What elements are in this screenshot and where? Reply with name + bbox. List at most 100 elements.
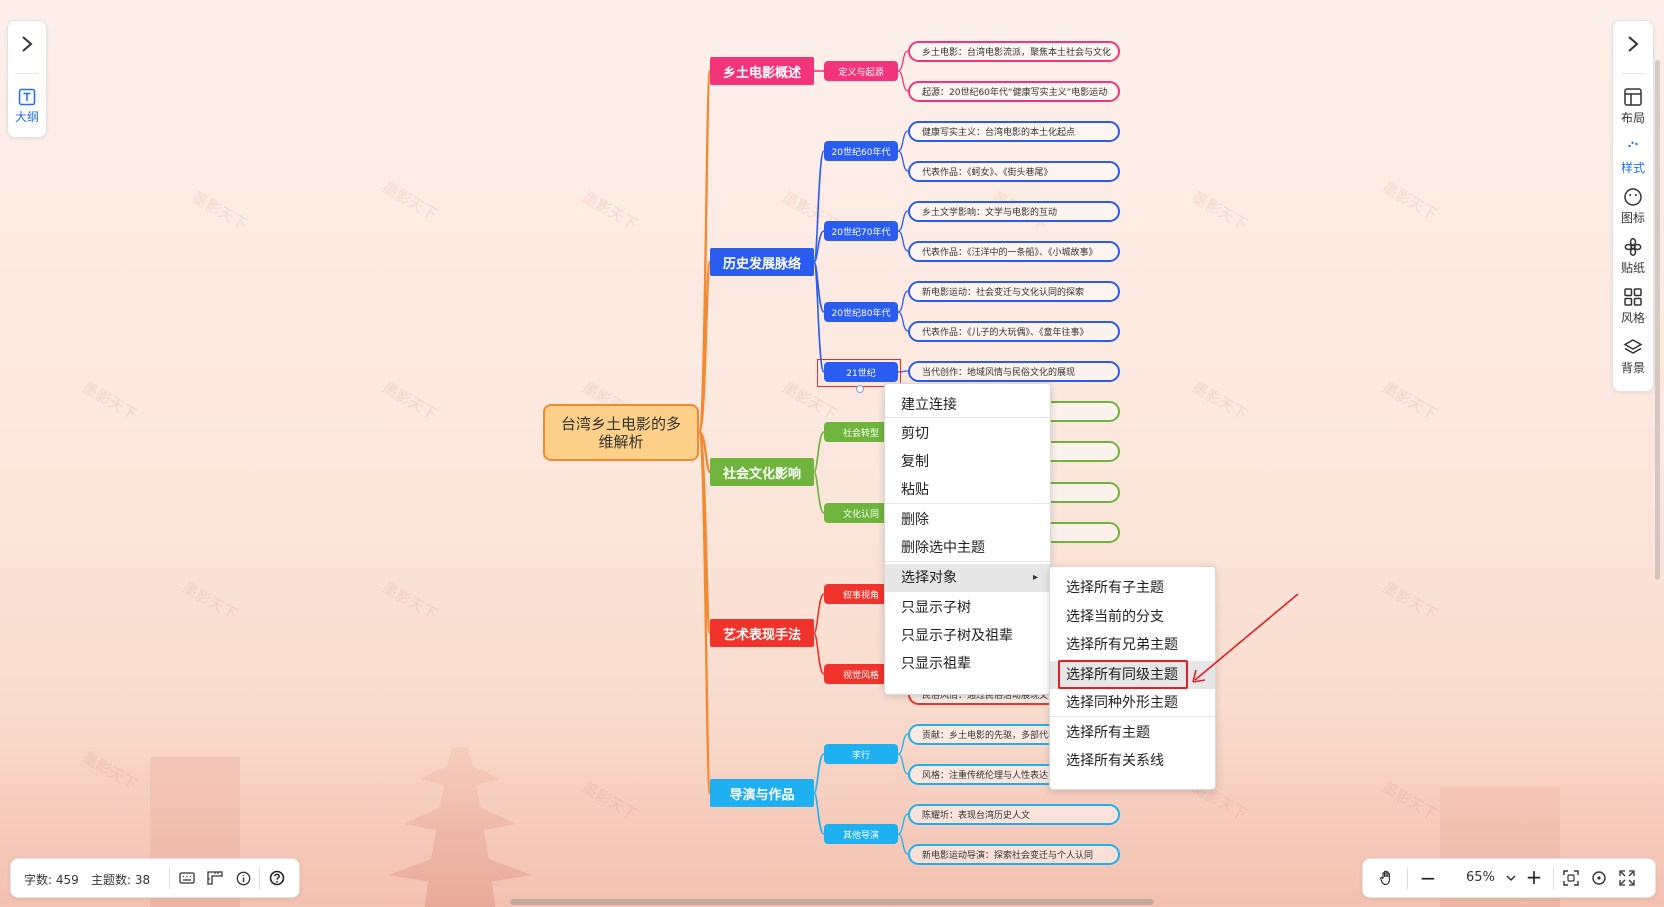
level1-topic[interactable]: 社会文化影响 <box>710 458 814 486</box>
level1-topic[interactable]: 艺术表现手法 <box>710 619 814 647</box>
right-toolbar: 布局样式图标贴纸风格背景 <box>1612 20 1654 392</box>
leaf-topic[interactable]: 新电影运动导演：探索社会变迁与个人认同 <box>908 844 1120 865</box>
submenu-item[interactable]: 选择所有关系线 <box>1066 753 1164 769</box>
toolbar-label: 背景 <box>1620 360 1645 375</box>
leaf-topic[interactable]: 陈耀圻：表现台湾历史人文 <box>908 804 1120 825</box>
level2-topic[interactable]: 李行 <box>824 744 898 764</box>
connector-line <box>897 150 909 172</box>
level2-topic[interactable]: 21世纪 <box>824 362 898 382</box>
menu-separator <box>885 561 1050 562</box>
hand-tool-icon[interactable] <box>1377 869 1397 887</box>
submenu-item[interactable]: 选择所有兄弟主题 <box>1066 637 1178 653</box>
context-menu-item[interactable]: 建立连接 <box>901 397 957 413</box>
toolbar-layout-button[interactable]: 布局 <box>1613 83 1653 129</box>
layers-icon <box>1623 338 1643 354</box>
toolbar-label: 布局 <box>1620 110 1645 125</box>
outline-button[interactable]: 大纲 <box>8 83 46 129</box>
connector-line <box>897 130 909 152</box>
level2-topic[interactable]: 定义与起源 <box>824 61 898 81</box>
zoom-toolbar: − 65% + <box>1362 858 1656 898</box>
connector-line <box>813 431 825 473</box>
connector-line <box>897 753 909 775</box>
submenu-item[interactable]: 选择所有子主题 <box>1066 580 1164 596</box>
connector-line <box>897 370 909 373</box>
level2-topic[interactable]: 文化认同 <box>824 503 898 523</box>
leaf-topic[interactable]: 代表作品：《儿子的大玩偶》、《童年往事》 <box>908 321 1120 342</box>
level2-topic[interactable]: 20世纪60年代 <box>824 141 898 161</box>
context-submenu: 选择所有子主题选择当前的分支选择所有兄弟主题选择所有同级主题选择同种外形主题选择… <box>1049 566 1216 790</box>
connector-line <box>813 150 825 263</box>
leaf-topic[interactable]: 乡土电影：台湾电影流派，聚焦本土社会与文化 <box>908 41 1120 62</box>
fit-screen-icon[interactable] <box>1561 869 1581 887</box>
leaf-topic[interactable]: 代表作品：《汪洋中的一条船》、《小城故事》 <box>908 241 1120 262</box>
connector-line <box>897 833 909 855</box>
help-icon[interactable] <box>267 869 287 887</box>
root-topic[interactable]: 台湾乡土电影的多维解析 <box>543 404 699 461</box>
context-menu-item[interactable]: 删除选中主题 <box>901 540 985 556</box>
layout-icon <box>1624 87 1642 106</box>
leaf-topic[interactable]: 当代创作：地域风情与民俗文化的展现 <box>908 361 1120 382</box>
leaf-topic[interactable]: 起源：20世纪60年代“健康写实主义”电影运动 <box>908 81 1120 102</box>
keyboard-icon[interactable] <box>177 869 197 887</box>
zoom-dropdown-chevron-icon[interactable] <box>1503 869 1519 887</box>
submenu-arrow-icon: ▸ <box>1032 572 1038 583</box>
leaf-topic[interactable]: 健康写实主义：台湾电影的本土化起点 <box>908 121 1120 142</box>
submenu-item[interactable]: 选择当前的分支 <box>1066 609 1164 625</box>
zoom-in-button[interactable]: + <box>1525 865 1543 889</box>
level2-topic[interactable]: 社会转型 <box>824 422 898 442</box>
outline-label: 大纲 <box>14 109 39 124</box>
context-menu: 建立连接剪切复制粘贴删除删除选中主题选择对象▸ 只显示子树只显示子树及祖辈只显示祖… <box>884 383 1051 695</box>
connector-line <box>813 230 825 263</box>
connector-line <box>813 792 825 835</box>
level2-topic[interactable]: 20世纪80年代 <box>824 302 898 322</box>
horizontal-scrollbar[interactable] <box>510 899 1154 905</box>
info-icon[interactable] <box>233 869 253 887</box>
chevron-right-icon <box>1628 36 1639 52</box>
context-menu-item[interactable]: 只显示子树及祖辈 <box>901 628 1013 644</box>
leaf-topic[interactable]: 乡土文学影响：文学与电影的互动 <box>908 201 1120 222</box>
level1-topic[interactable]: 历史发展脉络 <box>710 248 814 276</box>
context-menu-item[interactable]: 只显示子树 <box>901 600 971 616</box>
connector-line <box>897 50 909 72</box>
context-menu-item[interactable]: 剪切 <box>901 426 929 442</box>
connector-line <box>813 593 825 634</box>
context-menu-item[interactable]: 选择对象▸ <box>885 564 1050 592</box>
toolbar-flower-button[interactable]: 贴纸 <box>1613 233 1653 279</box>
level2-topic[interactable]: 视觉风格 <box>824 664 898 684</box>
level1-topic[interactable]: 乡土电影概述 <box>710 57 814 85</box>
context-menu-item[interactable]: 删除 <box>901 512 929 528</box>
status-bar: 字数: 459 主题数: 38 <box>10 858 300 898</box>
leaf-topic[interactable]: 代表作品：《蚵女》、《街头巷尾》 <box>908 161 1120 182</box>
level2-topic[interactable]: 20世纪70年代 <box>824 221 898 241</box>
context-menu-item[interactable]: 复制 <box>901 454 929 470</box>
level2-topic[interactable]: 其他导演 <box>824 824 898 844</box>
word-count: 字数: 459 <box>24 873 79 887</box>
zoom-level[interactable]: 65% <box>1466 870 1495 885</box>
level1-topic[interactable]: 导演与作品 <box>710 779 814 807</box>
leaf-topic[interactable]: 新电影运动：社会变迁与文化认同的探索 <box>908 281 1120 302</box>
toolbar-smiley-button[interactable]: 图标 <box>1613 183 1653 229</box>
ruler-icon[interactable] <box>205 869 225 887</box>
expand-left-button[interactable] <box>8 29 46 59</box>
toolbar-label: 贴纸 <box>1620 260 1645 275</box>
context-menu-item[interactable]: 粘贴 <box>901 482 929 498</box>
toolbar-grid-button[interactable]: 风格 <box>1613 283 1653 329</box>
connector-line <box>697 260 712 434</box>
connector-line <box>813 471 825 514</box>
connector-line <box>897 230 909 252</box>
submenu-item[interactable]: 选择同种外形主题 <box>1066 695 1178 711</box>
connector-line <box>897 290 909 313</box>
zoom-out-button[interactable]: − <box>1419 866 1437 890</box>
vertical-scrollbar[interactable] <box>1655 60 1660 580</box>
expand-right-button[interactable] <box>1613 29 1653 59</box>
fullscreen-icon[interactable] <box>1617 869 1637 887</box>
toolbar-palette-button[interactable]: 样式 <box>1613 133 1653 179</box>
submenu-item[interactable]: 选择所有主题 <box>1066 725 1150 741</box>
center-target-icon[interactable] <box>1589 869 1609 887</box>
toolbar-label: 图标 <box>1620 210 1645 225</box>
level2-topic[interactable]: 叙事视角 <box>824 584 898 604</box>
context-menu-item[interactable]: 只显示祖辈 <box>901 656 971 672</box>
toolbar-layers-button[interactable]: 背景 <box>1613 333 1653 379</box>
collapse-handle[interactable] <box>856 385 864 393</box>
